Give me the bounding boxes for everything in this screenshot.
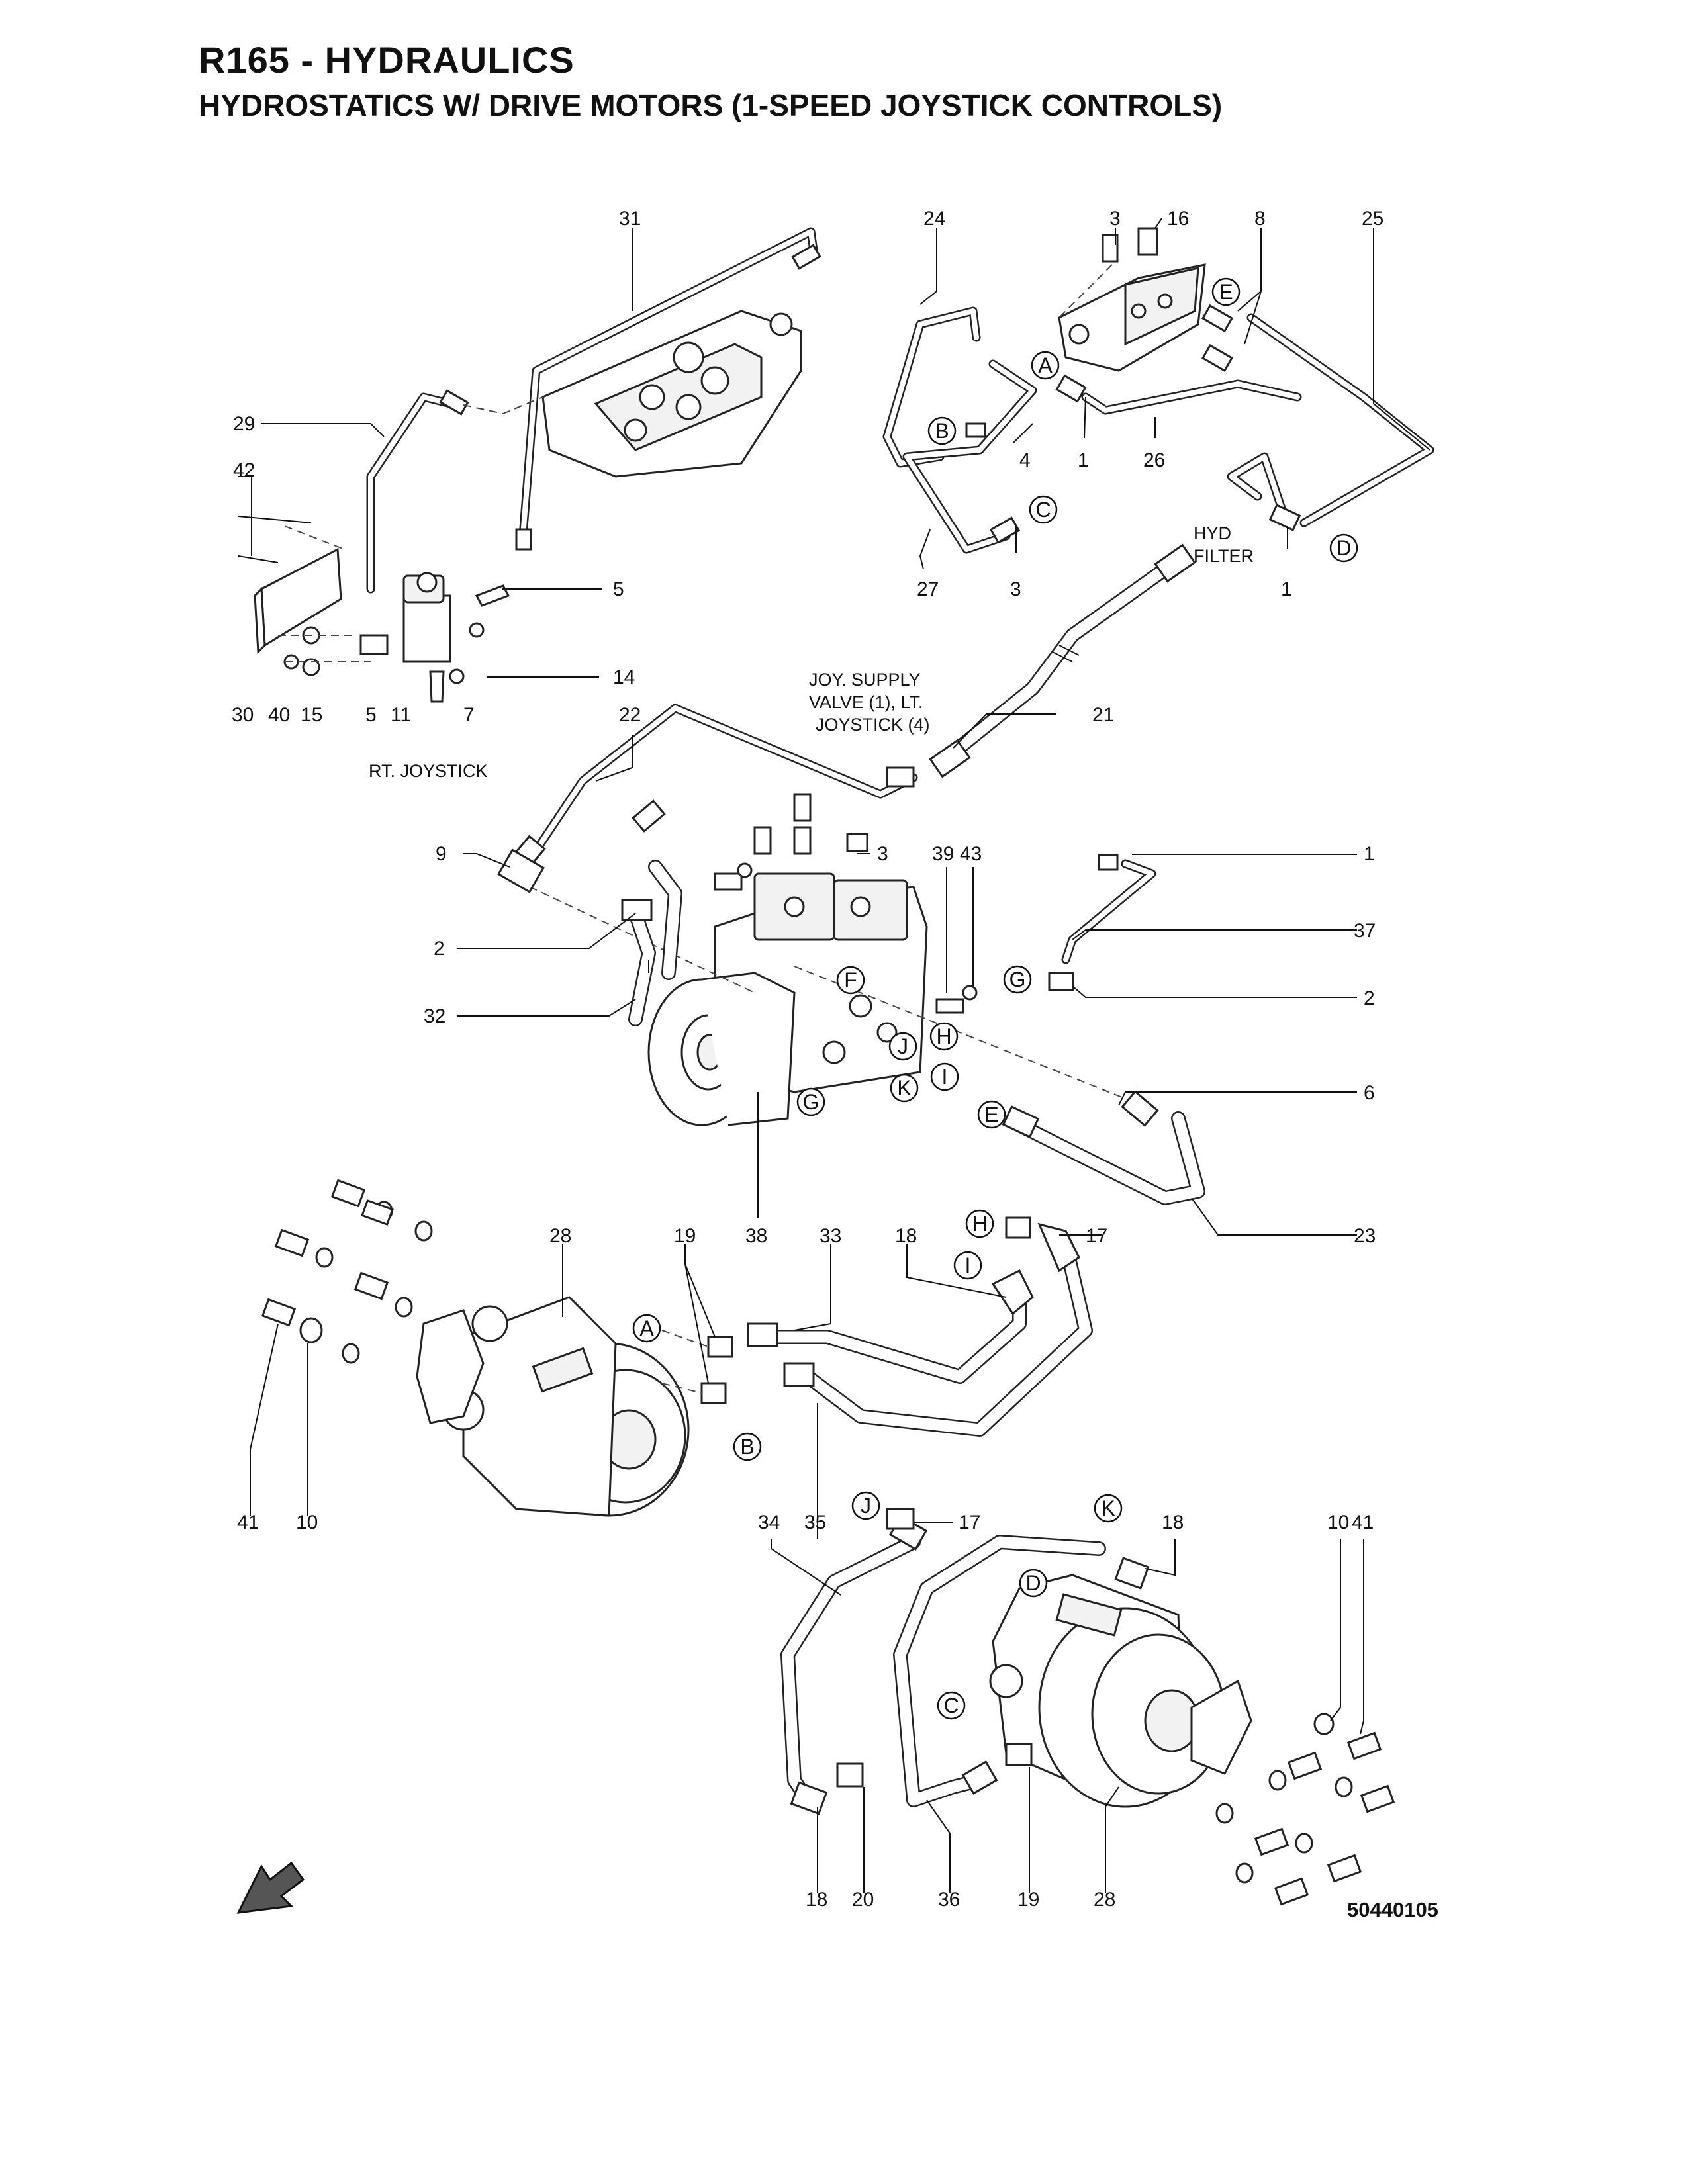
page-subtitle: HYDROSTATICS W/ DRIVE MOTORS (1-SPEED JO… (199, 88, 1223, 122)
callout: 24 (923, 208, 945, 230)
callout: 34 (758, 1512, 780, 1533)
callout: 40 (268, 704, 290, 726)
callout: 18 (806, 1889, 827, 1911)
callout: 38 (745, 1225, 767, 1247)
joystick-valve-block (1058, 263, 1206, 372)
pump-mounting-flange (647, 972, 796, 1126)
callout: 31 (619, 208, 641, 230)
callout: 25 (1362, 208, 1383, 230)
callout: 2 (1364, 987, 1375, 1009)
callout: 18 (1162, 1512, 1184, 1533)
conn-letter: D (1025, 1571, 1041, 1595)
callout: 42 (233, 459, 255, 481)
conn-letter: J (861, 1494, 871, 1518)
conn-letter: B (740, 1435, 754, 1459)
callout: 23 (1354, 1225, 1376, 1247)
rt-joystick-note: RT. JOYSTICK (369, 761, 488, 781)
conn-letter: I (942, 1065, 948, 1089)
callout: 6 (1364, 1082, 1375, 1104)
callout: 3 (877, 843, 888, 865)
conn-letter: G (1009, 968, 1026, 991)
conn-letter: C (943, 1694, 959, 1717)
hyd-filter-note: FILTER (1194, 546, 1254, 566)
control-valve-assembly (541, 310, 802, 478)
callout: 11 (391, 704, 411, 726)
callout: 10 (1327, 1512, 1349, 1533)
callout: 3 (1010, 578, 1021, 600)
callout: 4 (1019, 449, 1031, 471)
callout: 15 (301, 704, 322, 726)
conn-letter: C (1035, 498, 1051, 522)
conn-letter: D (1336, 536, 1351, 560)
callout: 43 (960, 843, 982, 865)
callout: 1 (1078, 449, 1089, 471)
callout: 18 (895, 1225, 917, 1247)
callout: 3 (1109, 208, 1121, 230)
callout: 27 (917, 578, 939, 600)
callout: 14 (613, 666, 635, 688)
document-number: 50440105 (1347, 1898, 1438, 1921)
conn-letter: J (898, 1034, 908, 1058)
callout: 7 (463, 704, 475, 726)
callout: 1 (1364, 843, 1375, 865)
conn-letter: E (1219, 280, 1233, 304)
callout: 30 (232, 704, 254, 726)
solenoid-valve (402, 572, 451, 663)
callout: 5 (613, 578, 624, 600)
leader-lines (238, 218, 1430, 1893)
callout: 32 (424, 1005, 445, 1027)
callout: 28 (1094, 1889, 1115, 1911)
callout: 21 (1092, 704, 1114, 726)
conn-letter: A (1038, 353, 1053, 377)
callout: 9 (436, 843, 447, 865)
callout: 2 (434, 938, 445, 960)
callout: 26 (1143, 449, 1165, 471)
callout: 1 (1281, 578, 1292, 600)
conn-letter: H (972, 1212, 987, 1236)
conn-letter: A (639, 1316, 654, 1340)
callout: 36 (938, 1889, 960, 1911)
joy-supply-note: JOYSTICK (4) (816, 715, 930, 735)
callout: 8 (1254, 208, 1266, 230)
conn-letter: I (965, 1253, 971, 1277)
hyd-filter-note: HYD (1194, 523, 1231, 543)
callout: 41 (1352, 1512, 1374, 1533)
joy-supply-note: JOY. SUPPLY (809, 670, 921, 690)
conn-letter: E (984, 1103, 998, 1126)
callout: 19 (1017, 1889, 1039, 1911)
conn-letter: H (936, 1024, 951, 1048)
callout: 29 (233, 413, 255, 435)
drive-motor-right (989, 1574, 1252, 1808)
callout: 37 (1354, 920, 1376, 942)
page-title: R165 - HYDRAULICS (199, 39, 575, 81)
callout: 16 (1167, 208, 1189, 230)
direction-arrow-icon (236, 1861, 305, 1914)
connection-letters: E A B C D F G H J K I G E H I A B J K D … (632, 277, 1358, 1720)
callout: 17 (959, 1512, 980, 1533)
callout: 10 (296, 1512, 318, 1533)
conn-letter: K (897, 1076, 911, 1100)
conn-letter: G (803, 1090, 820, 1114)
mounting-bracket (254, 547, 342, 655)
callout: 17 (1086, 1225, 1107, 1247)
callout-numbers: 31 24 3 16 8 25 29 42 5 4 1 26 27 3 1 14… (232, 208, 1383, 1911)
conn-letter: K (1101, 1496, 1115, 1520)
callout: 33 (820, 1225, 841, 1247)
callout: 5 (365, 704, 377, 726)
callout: 28 (549, 1225, 571, 1247)
annotation-notes: HYD FILTER JOY. SUPPLY VALVE (1), LT. JO… (369, 523, 1254, 781)
callout: 22 (619, 704, 641, 726)
conn-letter: B (935, 419, 949, 443)
conn-letter: F (844, 968, 857, 992)
callout: 35 (804, 1512, 826, 1533)
callout: 20 (852, 1889, 874, 1911)
callout: 41 (237, 1512, 259, 1533)
drive-motor-left (416, 1296, 690, 1517)
callout: 39 (932, 843, 954, 865)
joy-supply-note: VALVE (1), LT. (809, 692, 923, 712)
callout: 19 (674, 1225, 696, 1247)
